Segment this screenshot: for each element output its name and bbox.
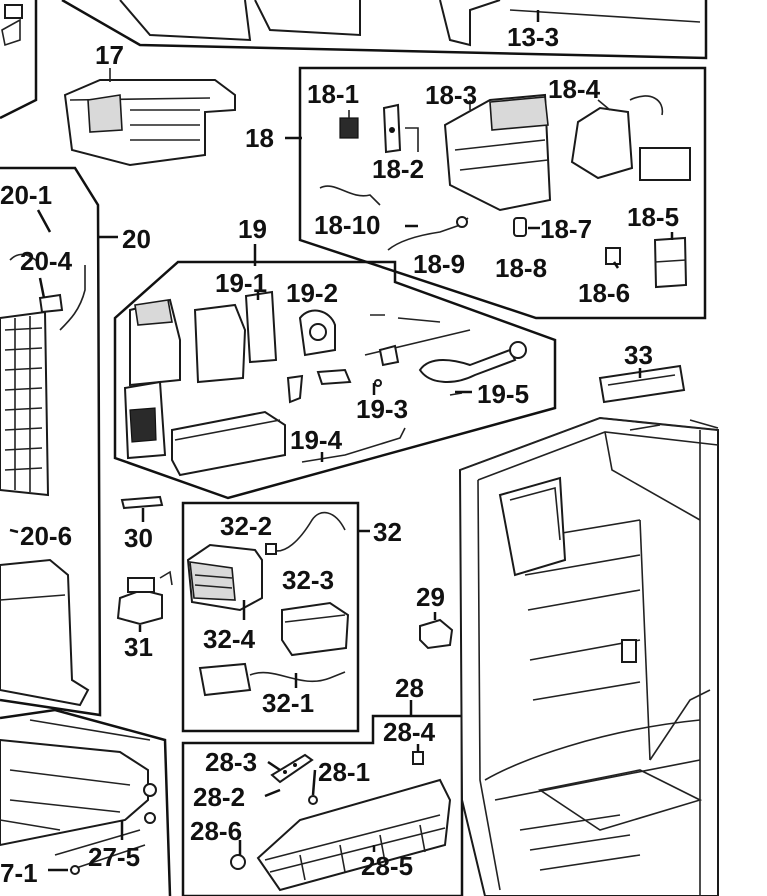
part-30-bracket xyxy=(120,495,164,510)
callout-20-1: 20-1 xyxy=(0,180,52,210)
refrigerator-cabinet xyxy=(458,416,719,896)
part-27-drawer xyxy=(0,719,157,875)
callout-20-6: 20-6 xyxy=(20,521,72,551)
group-18-outline xyxy=(298,66,707,320)
part-18-10-harness xyxy=(319,185,381,206)
callout-18-1: 18-1 xyxy=(307,79,359,109)
callout-18-3: 18-3 xyxy=(425,80,477,110)
callout-18-2: 18-2 xyxy=(372,154,424,184)
part-32-4-fan-housing xyxy=(186,543,263,612)
part-13-shelves xyxy=(1,0,701,47)
callout-labels: 13-3 17 18 18-1 18-2 18-3 18-4 18-5 18-6… xyxy=(0,22,679,888)
part-18-9-wire xyxy=(387,216,469,251)
callout-32: 32 xyxy=(373,517,402,547)
callout-27-1: 7-1 xyxy=(0,858,38,888)
part-31-fan-motor xyxy=(116,570,173,626)
group-20-outline xyxy=(0,166,102,717)
group-left-top-outline xyxy=(0,0,38,120)
callout-13-3: 13-3 xyxy=(507,22,559,52)
part-18-3-housing xyxy=(443,93,552,212)
part-18-6-clip xyxy=(605,247,621,265)
part-18-7-sensor xyxy=(513,217,527,237)
callout-28-3: 28-3 xyxy=(205,747,257,777)
part-32-1-sensor-cable xyxy=(198,662,346,697)
part-28-1-screw xyxy=(308,795,318,805)
callout-30: 30 xyxy=(124,523,153,553)
callout-19-2: 19-2 xyxy=(286,278,338,308)
callout-28-6: 28-6 xyxy=(190,816,242,846)
callout-17: 17 xyxy=(95,40,124,70)
callout-18: 18 xyxy=(245,123,274,153)
part-19-ice-bucket xyxy=(123,290,527,477)
callout-20-4: 20-4 xyxy=(20,246,73,276)
leader-lines xyxy=(9,10,674,872)
part-28-4-clip xyxy=(412,751,424,765)
callout-19: 19 xyxy=(238,214,267,244)
callout-19-1: 19-1 xyxy=(215,268,267,298)
callout-29: 29 xyxy=(416,582,445,612)
part-33-trim xyxy=(598,364,686,404)
part-28-5-rail xyxy=(256,778,452,892)
callout-32-4: 32-4 xyxy=(203,624,256,654)
group-13-outline xyxy=(61,0,708,60)
part-18-2-plate xyxy=(382,103,419,154)
part-32-3-duct xyxy=(281,601,350,657)
callout-28-4: 28-4 xyxy=(383,717,436,747)
part-20-evaporator xyxy=(0,253,86,497)
part-32-2-harness xyxy=(265,511,346,555)
part-18-4-motor xyxy=(570,95,691,181)
callout-28-1: 28-1 xyxy=(318,757,370,787)
callout-28: 28 xyxy=(395,673,424,703)
part-17-ice-maker xyxy=(63,68,236,167)
callout-32-1: 32-1 xyxy=(262,688,314,718)
callout-18-6: 18-6 xyxy=(578,278,630,308)
callout-33: 33 xyxy=(624,340,653,370)
part-29-damper xyxy=(419,618,454,650)
group-19-outline xyxy=(113,260,557,500)
callout-18-8: 18-8 xyxy=(495,253,547,283)
callout-19-4: 19-4 xyxy=(290,425,343,455)
callout-27-5: 27-5 xyxy=(88,842,140,872)
part-20-6-cover xyxy=(0,558,90,707)
callout-18-5: 18-5 xyxy=(627,202,679,232)
callout-28-5: 28-5 xyxy=(361,851,413,881)
group-27-outline xyxy=(0,708,172,896)
part-28-6-cap xyxy=(230,854,246,870)
group-32-outline xyxy=(181,501,360,733)
part-28-3-strip xyxy=(270,753,314,784)
part-18-5-relay xyxy=(653,236,688,289)
callout-32-2: 32-2 xyxy=(220,511,272,541)
part-18-1-bracket xyxy=(339,110,359,139)
callout-31: 31 xyxy=(124,632,153,662)
callout-18-10: 18-10 xyxy=(314,210,381,240)
callout-19-5: 19-5 xyxy=(477,379,529,409)
callout-20: 20 xyxy=(122,224,151,254)
callout-18-4: 18-4 xyxy=(548,74,601,104)
callout-28-2: 28-2 xyxy=(193,782,245,812)
callout-18-9: 18-9 xyxy=(413,249,465,279)
callout-32-3: 32-3 xyxy=(282,565,334,595)
callout-19-3: 19-3 xyxy=(356,394,408,424)
callout-18-7: 18-7 xyxy=(540,214,592,244)
